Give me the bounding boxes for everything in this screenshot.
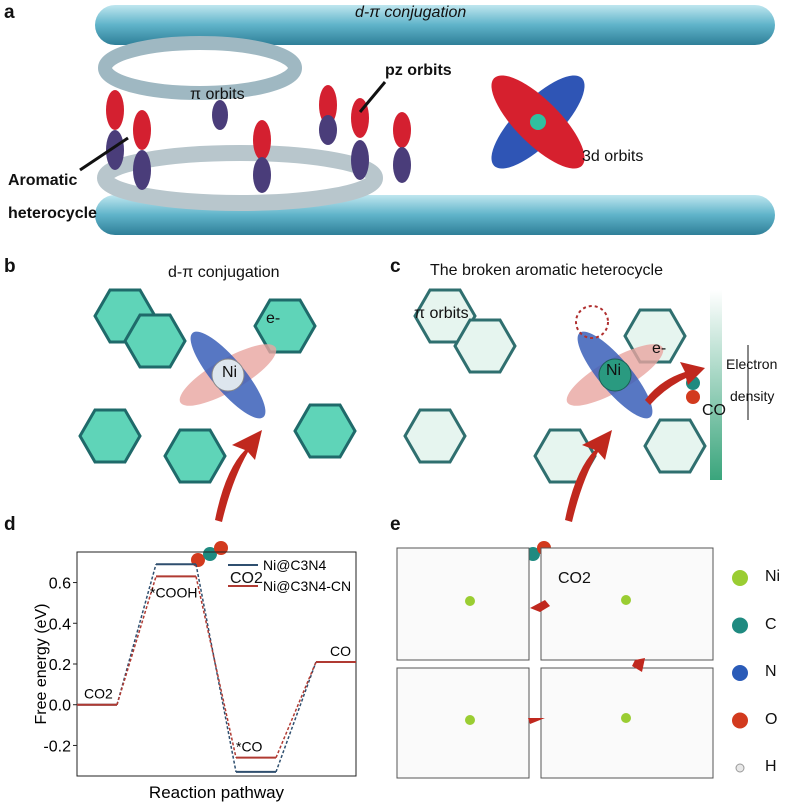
legend-atom-o-icon xyxy=(732,712,748,729)
legend-label-h: H xyxy=(765,758,777,775)
transition-line xyxy=(275,661,317,773)
legend-atom-c-icon xyxy=(732,617,748,634)
legend-atom-n-icon xyxy=(732,665,748,681)
panel-b-lattice xyxy=(78,288,357,484)
b-ni-label: Ni xyxy=(222,364,238,381)
y-tick-label: 0.4 xyxy=(49,616,71,633)
panel-a-letter: a xyxy=(4,2,15,23)
panel-b-letter: b xyxy=(4,256,16,277)
panel-b-ni-orbitals xyxy=(179,331,277,419)
electron-density-bar xyxy=(710,290,749,480)
c-co-label: CO xyxy=(702,402,726,419)
y-tick-label: 0.2 xyxy=(49,657,71,674)
legend-entry: Ni@C3N4 xyxy=(263,557,326,573)
state-label: *CO xyxy=(236,739,263,755)
y-tick-label: 0.6 xyxy=(49,576,71,593)
panel-c-ni-orbitals xyxy=(566,331,664,419)
upper-ring xyxy=(98,36,302,100)
3d-orbital xyxy=(491,75,585,169)
c-electron-density-label: Electron xyxy=(726,356,778,372)
transition-line xyxy=(195,564,237,773)
broken-ring-circle xyxy=(575,305,609,339)
legend-atom-h-icon xyxy=(735,763,745,773)
c-electron-label: e- xyxy=(652,340,667,357)
panel-c-lattice xyxy=(403,288,707,484)
top-conjugation-tube xyxy=(95,5,775,45)
transition-line xyxy=(116,564,157,705)
legend-label-o: O xyxy=(765,710,778,728)
transition-line xyxy=(116,576,157,705)
b-electron-label: e- xyxy=(266,310,281,327)
red-reaction-arrows xyxy=(215,362,705,522)
panel-c-letter: c xyxy=(390,256,401,277)
state-label: CO xyxy=(330,643,351,659)
legend-label-ni: Ni xyxy=(765,568,781,585)
a-heterocycle-label: heterocycle xyxy=(8,205,97,222)
legend-atom-ni-icon xyxy=(732,570,748,586)
c-broken-heterocycle-label: The broken aromatic heterocycle xyxy=(430,262,663,279)
c-pi-orbits-label: π orbits xyxy=(414,305,469,322)
c-density-label: density xyxy=(730,388,775,404)
state-label: CO2 xyxy=(84,686,113,702)
y-tick-label: -0.2 xyxy=(43,738,71,755)
panel-e-letter: e xyxy=(390,514,401,535)
legend-label-c: C xyxy=(765,615,777,633)
transition-line xyxy=(195,576,237,758)
a-aromatic-label: Aromatic xyxy=(8,172,78,189)
panel-d-letter: d xyxy=(4,514,16,535)
panel-e-transition-arrows xyxy=(528,600,645,724)
a-dpi-conjugation-label: d-π conjugation xyxy=(355,4,467,21)
x-axis-label: Reaction pathway xyxy=(149,783,285,802)
a-pi-orbits-label: π orbits xyxy=(190,86,245,103)
legend-label-n: N xyxy=(765,663,777,680)
panel-e-snapshots xyxy=(396,547,714,779)
y-axis-label: Free energy (eV) xyxy=(33,604,50,725)
legend-entry: Ni@C3N4-CN xyxy=(263,578,351,594)
b-conjugation-label: d-π conjugation xyxy=(168,264,280,281)
y-tick-label: 0.0 xyxy=(49,698,71,715)
a-3d-orbits-label: 3d orbits xyxy=(582,148,644,165)
b-co2-label: CO2 xyxy=(230,570,263,587)
c-co2-label: CO2 xyxy=(558,570,591,587)
a-pz-orbits-label: pz orbits xyxy=(385,62,452,79)
c-ni-label: Ni xyxy=(606,362,622,379)
transition-line xyxy=(275,661,317,758)
lower-ring xyxy=(97,145,383,211)
a-pointer-arrows xyxy=(79,81,387,172)
state-label: *COOH xyxy=(150,585,197,601)
